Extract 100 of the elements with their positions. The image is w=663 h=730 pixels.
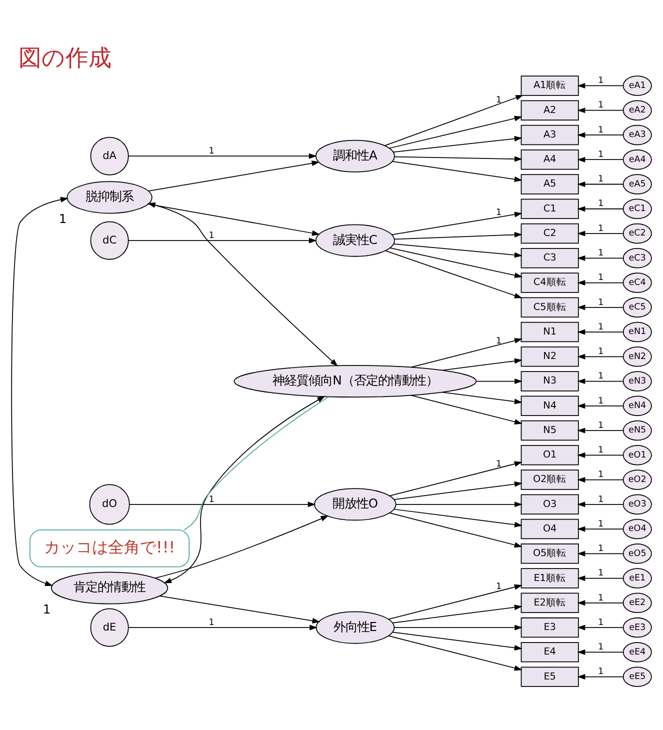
arrow [393, 136, 522, 152]
arrow [577, 255, 624, 261]
node-ellipse: 神経質傾向N（否定的情動性） [234, 365, 477, 398]
edge-label: 1 [208, 146, 214, 156]
node-ellipse: eO5 [622, 544, 652, 564]
diagram-title: 図の作成 [18, 45, 112, 72]
node-box: A3 [520, 124, 579, 146]
node-box: A5 [520, 174, 579, 194]
edge-label: 1 [598, 273, 604, 284]
edge-label: 1 [598, 446, 604, 456]
arrow [577, 132, 624, 138]
node-box: O5順転 [520, 544, 579, 564]
arrow [389, 116, 522, 149]
node-ellipse: 肯定的情動性 [50, 572, 168, 604]
arrow [577, 280, 624, 286]
node-label: 1 [42, 602, 51, 617]
node-box: E3 [520, 617, 579, 638]
arrow [128, 238, 317, 244]
node-ellipse: eE1 [622, 568, 652, 588]
node-ellipse: eO2 [622, 470, 652, 490]
arrow [577, 181, 624, 188]
edge-label: 1 [598, 593, 604, 604]
edge-label: 1 [598, 544, 604, 554]
arrow [394, 624, 523, 630]
arrow [410, 338, 522, 368]
arrow [395, 502, 522, 508]
node-ellipse: eO3 [622, 494, 652, 515]
edge-label: 1 [598, 519, 604, 530]
arrow [394, 156, 522, 162]
arrow [388, 584, 522, 620]
node-box: N3 [520, 371, 579, 392]
node-ellipse: eA4 [622, 150, 652, 170]
arrow [389, 512, 522, 548]
node-ellipse: 外向性E [316, 611, 395, 644]
arrow [577, 452, 624, 458]
arrow [391, 212, 522, 236]
edge-label: 1 [598, 347, 604, 358]
arrow [128, 153, 317, 159]
node-ellipse: eE3 [622, 617, 652, 638]
node-box: O2順転 [520, 470, 579, 490]
node-circle: dO [89, 484, 130, 525]
arrow [389, 461, 522, 496]
node-ellipse: eN4 [622, 396, 652, 416]
node-box: A1順転 [520, 76, 579, 96]
node-box: O4 [520, 518, 579, 540]
node-box: A2 [520, 100, 579, 120]
arrow [577, 304, 624, 310]
arrow [577, 403, 624, 409]
edge-label: 1 [496, 336, 502, 346]
node-ellipse: 調和性A [315, 140, 395, 172]
arrow [392, 604, 522, 624]
arrow [148, 204, 320, 236]
node-ellipse: eA3 [622, 124, 652, 146]
edge-label: 1 [496, 582, 502, 592]
node-ellipse: eA5 [622, 174, 652, 194]
arrow [442, 358, 522, 371]
node-ellipse: eE5 [622, 666, 652, 687]
edge-label: 1 [598, 372, 604, 382]
arrow [164, 396, 326, 584]
arrow [577, 108, 624, 114]
node-ellipse: eN5 [622, 420, 652, 441]
edge-label: 1 [598, 568, 604, 579]
arrow [147, 202, 338, 366]
node-ellipse: eC3 [622, 248, 652, 268]
arrow [577, 502, 624, 508]
arrow [392, 161, 522, 182]
arrow [577, 82, 624, 89]
arrow [577, 576, 624, 582]
node-box: O1 [520, 445, 579, 466]
edge-label: 1 [598, 470, 604, 480]
node-box: C2 [520, 223, 579, 244]
node-box: N1 [520, 322, 579, 342]
arrow [442, 392, 522, 404]
node-ellipse: eE2 [622, 592, 652, 614]
arrow [384, 94, 524, 146]
edge-label: 1 [598, 618, 604, 628]
node-ellipse: eN3 [622, 371, 652, 392]
node-box: C1 [520, 198, 579, 219]
edge-label: 1 [496, 460, 502, 470]
arrow [160, 596, 320, 624]
arrow [394, 232, 522, 240]
arrow [577, 624, 624, 630]
node-box: C4順転 [520, 272, 579, 293]
node-ellipse: eC5 [622, 297, 652, 318]
edge-label: 1 [208, 230, 214, 241]
edge-label: 1 [598, 494, 604, 505]
arrow [577, 674, 624, 680]
node-box: E5 [520, 666, 579, 687]
node-ellipse: eN2 [622, 346, 652, 367]
edge-label: 1 [208, 494, 214, 505]
node-box: C5順転 [520, 297, 579, 318]
node-circle: dA [90, 136, 129, 176]
edge-label: 1 [208, 618, 214, 628]
edge-label: 1 [598, 224, 604, 234]
edge-label: 1 [598, 125, 604, 136]
edge-label: 1 [598, 396, 604, 406]
node-ellipse: 誠実性C [315, 224, 395, 257]
arrow [577, 329, 624, 335]
arrow [394, 508, 522, 528]
node-circle: dC [90, 221, 129, 260]
